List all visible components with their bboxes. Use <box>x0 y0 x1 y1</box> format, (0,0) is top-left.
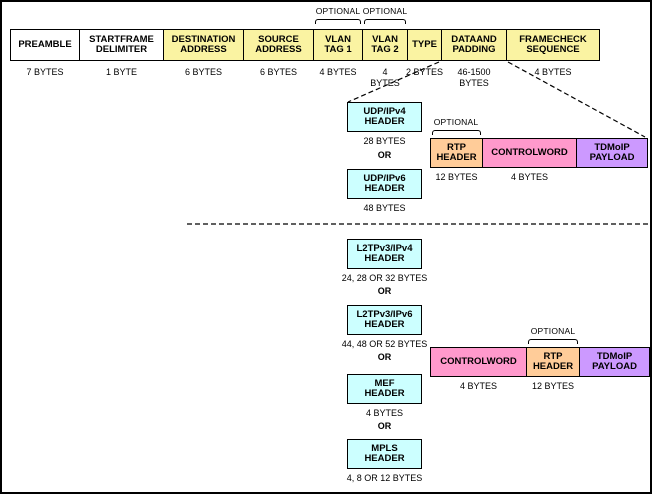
l2tpv3-ipv6-header-box: L2TPv3/IPv6 HEADER <box>347 305 422 335</box>
optional-brace-rtp-upper <box>432 130 481 135</box>
or-label: OR <box>377 352 392 362</box>
frame-field-size: 46-1500 BYTES <box>457 67 491 88</box>
rtp-header-box-lower: RTP HEADER <box>526 347 580 377</box>
frame-field-size: 6 BYTES <box>184 67 222 77</box>
or-label: OR <box>377 150 392 160</box>
optional-brace-vlan2 <box>364 19 406 24</box>
frame-field-start-frame-delimiter: STARTFRAME DELIMITER 1 BYTE <box>79 29 164 89</box>
mef-header-size: 4 BYTES <box>365 408 403 418</box>
or-label: OR <box>377 421 392 431</box>
frame-field-box: DATAAND PADDING <box>441 29 507 61</box>
optional-label-rtp-upper: OPTIONAL <box>433 117 479 127</box>
frame-field-size: 4 BYTES <box>370 67 400 88</box>
frame-field-vlan-tag-2: VLAN TAG 2 4 BYTES <box>362 29 408 89</box>
frame-field-box: FRAMECHECK SEQUENCE <box>506 29 600 61</box>
frame-field-type: TYPE 2 BYTES <box>406 29 444 89</box>
frame-field-box: SOURCE ADDRESS <box>243 29 314 61</box>
rtp-header-size-lower: 12 BYTES <box>531 381 575 391</box>
optional-brace-rtp-lower <box>528 339 578 344</box>
frame-field-box: TYPE <box>407 29 442 61</box>
udp-ipv6-header-size: 48 BYTES <box>363 203 406 213</box>
frame-field-box: STARTFRAME DELIMITER <box>79 29 164 61</box>
or-label: OR <box>377 286 392 296</box>
mpls-header-size: 4, 8 OR 12 BYTES <box>346 473 423 483</box>
control-word-box-upper: CONTROLWORD <box>482 138 577 168</box>
l2tpv3-ipv4-header-size: 24, 28 OR 32 BYTES <box>341 273 428 283</box>
frame-field-frame-check-sequence: FRAMECHECK SEQUENCE 4 BYTES <box>506 29 600 89</box>
frame-field-data-and-padding: DATAAND PADDING 46-1500 BYTES <box>441 29 507 89</box>
frame-field-vlan-tag-1: VLAN TAG 1 4 BYTES <box>313 29 363 89</box>
optional-label-vlan1: OPTIONAL <box>315 6 361 16</box>
frame-field-box: DESTINATION ADDRESS <box>163 29 244 61</box>
frame-field-size: 4 BYTES <box>319 67 357 77</box>
frame-field-preamble: PREAMBLE 7 BYTES <box>10 29 80 89</box>
mef-header-box: MEF HEADER <box>347 374 422 404</box>
mpls-header-box: MPLS HEADER <box>347 439 422 469</box>
control-word-size-lower: 4 BYTES <box>459 381 497 391</box>
control-word-box-lower: CONTROLWORD <box>430 347 527 377</box>
frame-field-source-address: SOURCE ADDRESS 6 BYTES <box>243 29 314 89</box>
optional-label-rtp-lower: OPTIONAL <box>530 326 576 336</box>
rtp-header-box-upper: RTP HEADER <box>430 138 483 168</box>
tdmoip-payload-box-upper: TDMoIP PAYLOAD <box>576 138 648 168</box>
frame-field-size: 1 BYTE <box>105 67 137 77</box>
frame-field-size: 7 BYTES <box>26 67 64 77</box>
frame-field-box: PREAMBLE <box>10 29 80 61</box>
rtp-header-size-upper: 12 BYTES <box>435 172 478 182</box>
udp-ipv4-header-box: UDP/IPv4 HEADER <box>347 102 422 132</box>
l2tpv3-ipv6-header-size: 44, 48 OR 52 BYTES <box>341 339 428 349</box>
ethernet-frame-row: PREAMBLE 7 BYTES STARTFRAME DELIMITER 1 … <box>10 29 600 89</box>
tdmoip-payload-box-lower: TDMoIP PAYLOAD <box>579 347 650 377</box>
frame-field-size: 4 BYTES <box>534 67 572 77</box>
udp-ipv4-header-size: 28 BYTES <box>363 136 406 146</box>
optional-label-vlan2: OPTIONAL <box>362 6 408 16</box>
optional-brace-vlan1 <box>315 19 361 24</box>
control-word-size-upper: 4 BYTES <box>510 172 548 182</box>
udp-ipv6-header-box: UDP/IPv6 HEADER <box>347 169 422 199</box>
frame-field-box: VLAN TAG 2 <box>362 29 408 61</box>
frame-field-size: 6 BYTES <box>259 67 297 77</box>
frame-field-size: 2 BYTES <box>406 67 444 77</box>
l2tpv3-ipv4-header-box: L2TPv3/IPv4 HEADER <box>347 239 422 269</box>
frame-field-destination-address: DESTINATION ADDRESS 6 BYTES <box>163 29 244 89</box>
frame-field-box: VLAN TAG 1 <box>313 29 363 61</box>
